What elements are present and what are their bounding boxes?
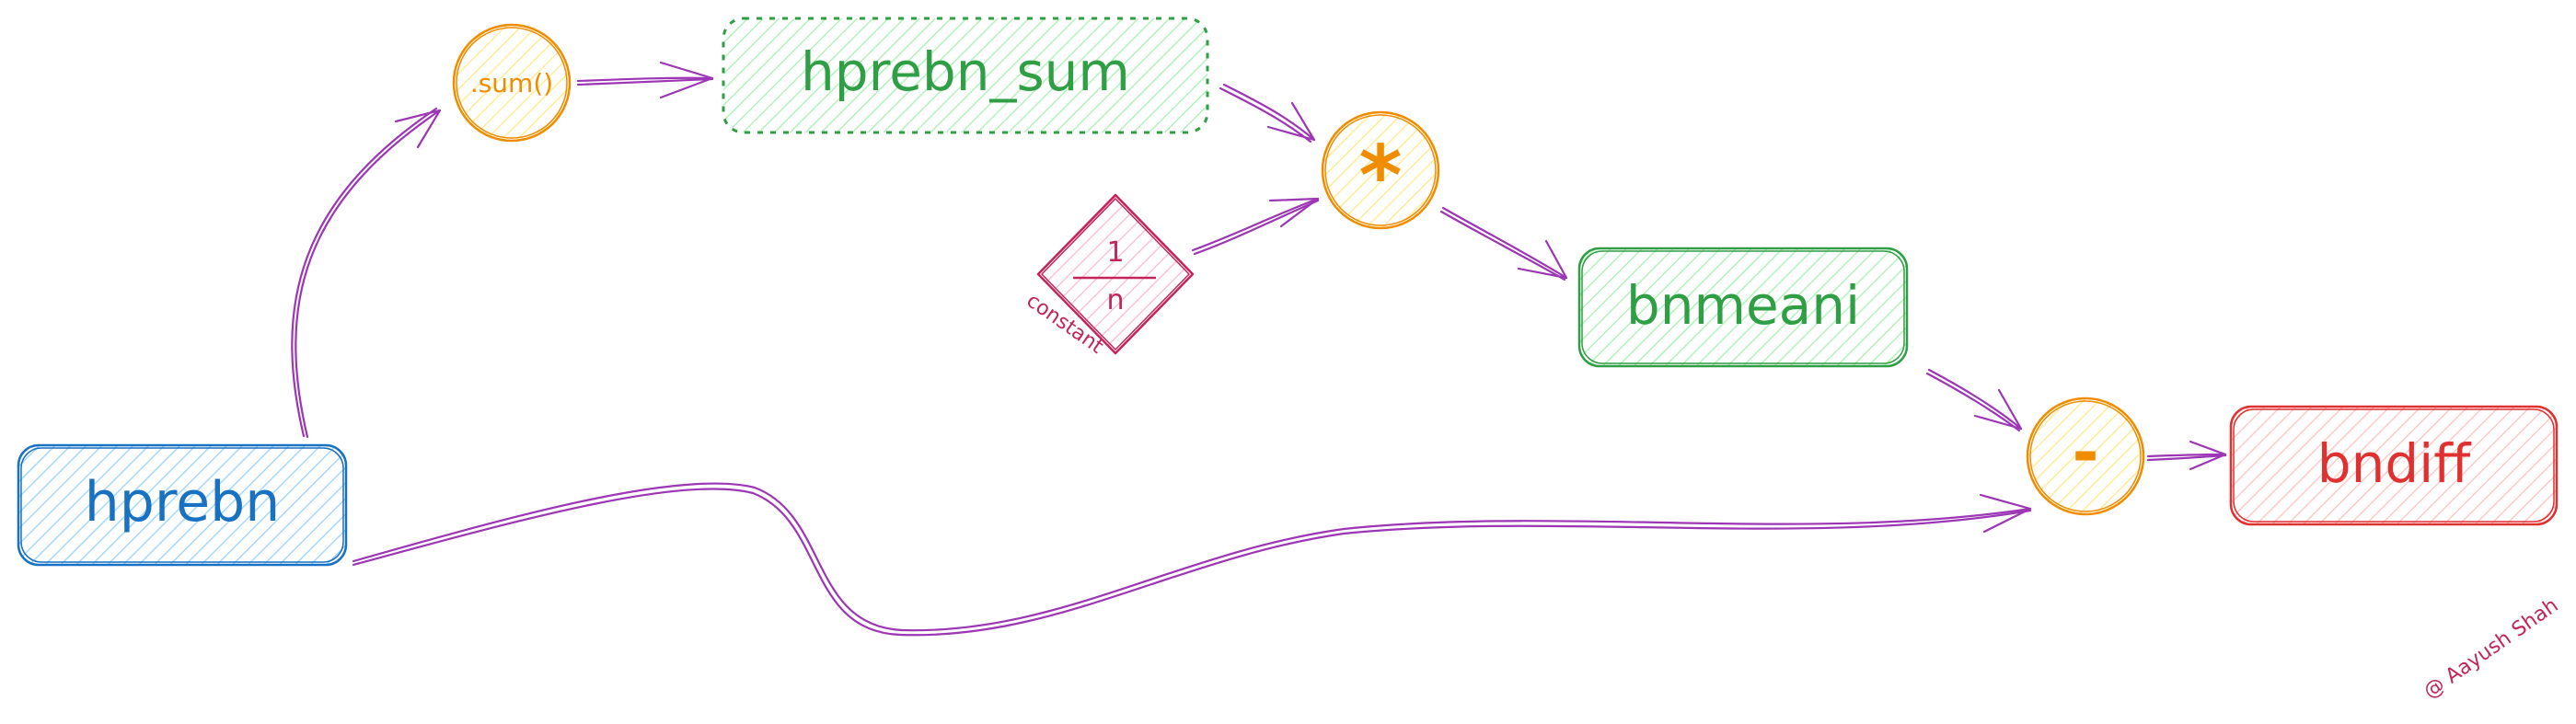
node-hprebn-label: hprebn (85, 470, 281, 534)
edge-sum-to-hprebn-sum (576, 61, 714, 99)
node-hprebn-sum[interactable]: hprebn_sum (722, 17, 1209, 134)
edge-mul-to-bnmeani (1439, 206, 1568, 282)
node-bnmeani-label: bnmeani (1626, 274, 1860, 337)
constant-denominator: n (1106, 284, 1124, 316)
edge-hprebn-sum-to-mul (1219, 83, 1316, 144)
node-mul-op-label: * (1358, 128, 1402, 224)
edge-hprebn-to-minus (352, 482, 2032, 637)
author-credit: @ Aayush Shah (2420, 594, 2562, 704)
edge-const-to-mul (1191, 197, 1320, 256)
node-hprebn-sum-label: hprebn_sum (801, 40, 1130, 103)
node-bndiff[interactable]: bndiff (2229, 405, 2559, 526)
node-minus-op-label: - (2072, 415, 2098, 490)
node-bndiff-label: bndiff (2317, 432, 2473, 495)
node-mul-op[interactable]: * (1321, 110, 1440, 230)
edge-minus-to-bndiff (2146, 440, 2227, 471)
edges (291, 61, 2227, 637)
node-minus-op[interactable]: - (2026, 396, 2145, 516)
node-sum-op-label: .sum() (470, 68, 553, 98)
node-constant-one-over-n[interactable]: 1 n (1036, 193, 1195, 355)
edge-hprebn-to-sum (291, 107, 442, 439)
node-bnmeani[interactable]: bnmeani (1577, 247, 1909, 368)
edge-bnmeani-to-minus (1925, 368, 2023, 432)
constant-numerator: 1 (1106, 236, 1124, 269)
node-hprebn[interactable]: hprebn (17, 443, 348, 567)
node-sum-op[interactable]: .sum() (452, 23, 572, 143)
